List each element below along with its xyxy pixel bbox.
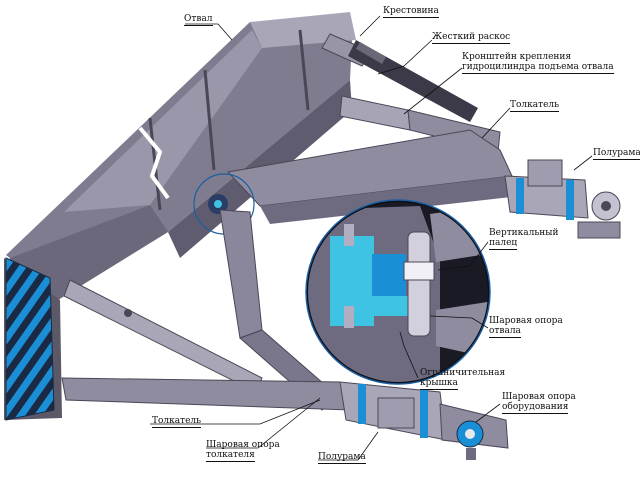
label-vertical-pin-line1: Вертикальный [489,228,559,238]
cross-and-brace [321,33,501,153]
label-bracket-line1: Кронштейн крепления [462,52,572,62]
label-pusher-ball-joint-line1: Шаровая опора [206,440,280,450]
label-pusher-top: Толкатель [510,100,560,112]
ball-joint-inset [305,199,491,385]
label-pusher-ball-joint-line2: толкателя [206,450,255,462]
label-half-frame-bottom: Полурама [318,452,366,464]
lower-push-frame [61,377,509,460]
label-blade-ball-joint-line2: отвала [489,326,521,338]
label-vertical-pin-line2: палец [489,238,518,250]
label-rigid-brace: Жесткий раскос [432,32,511,44]
label-equipment-ball-joint-line2: оборудования [502,402,569,414]
lower-brace-rod [63,279,263,393]
label-blade: Отвал [184,14,213,26]
leader-lines [150,15,593,461]
label-blade-ball-joint-line1: Шаровая опора [489,316,563,326]
label-equipment-ball-joint-line1: Шаровая опора [502,392,576,402]
label-bracket-line2: гидроцилиндра подъема отвала [462,62,614,74]
hinge-detail [193,173,255,235]
label-limit-cap-line1: Ограничительная [420,368,506,378]
label-limit-cap-line2: крышка [420,378,458,390]
label-pusher-bottom: Толкатель [152,416,202,428]
label-cross: Крестовина [383,6,439,18]
label-half-frame-right: Полурама [593,148,640,160]
